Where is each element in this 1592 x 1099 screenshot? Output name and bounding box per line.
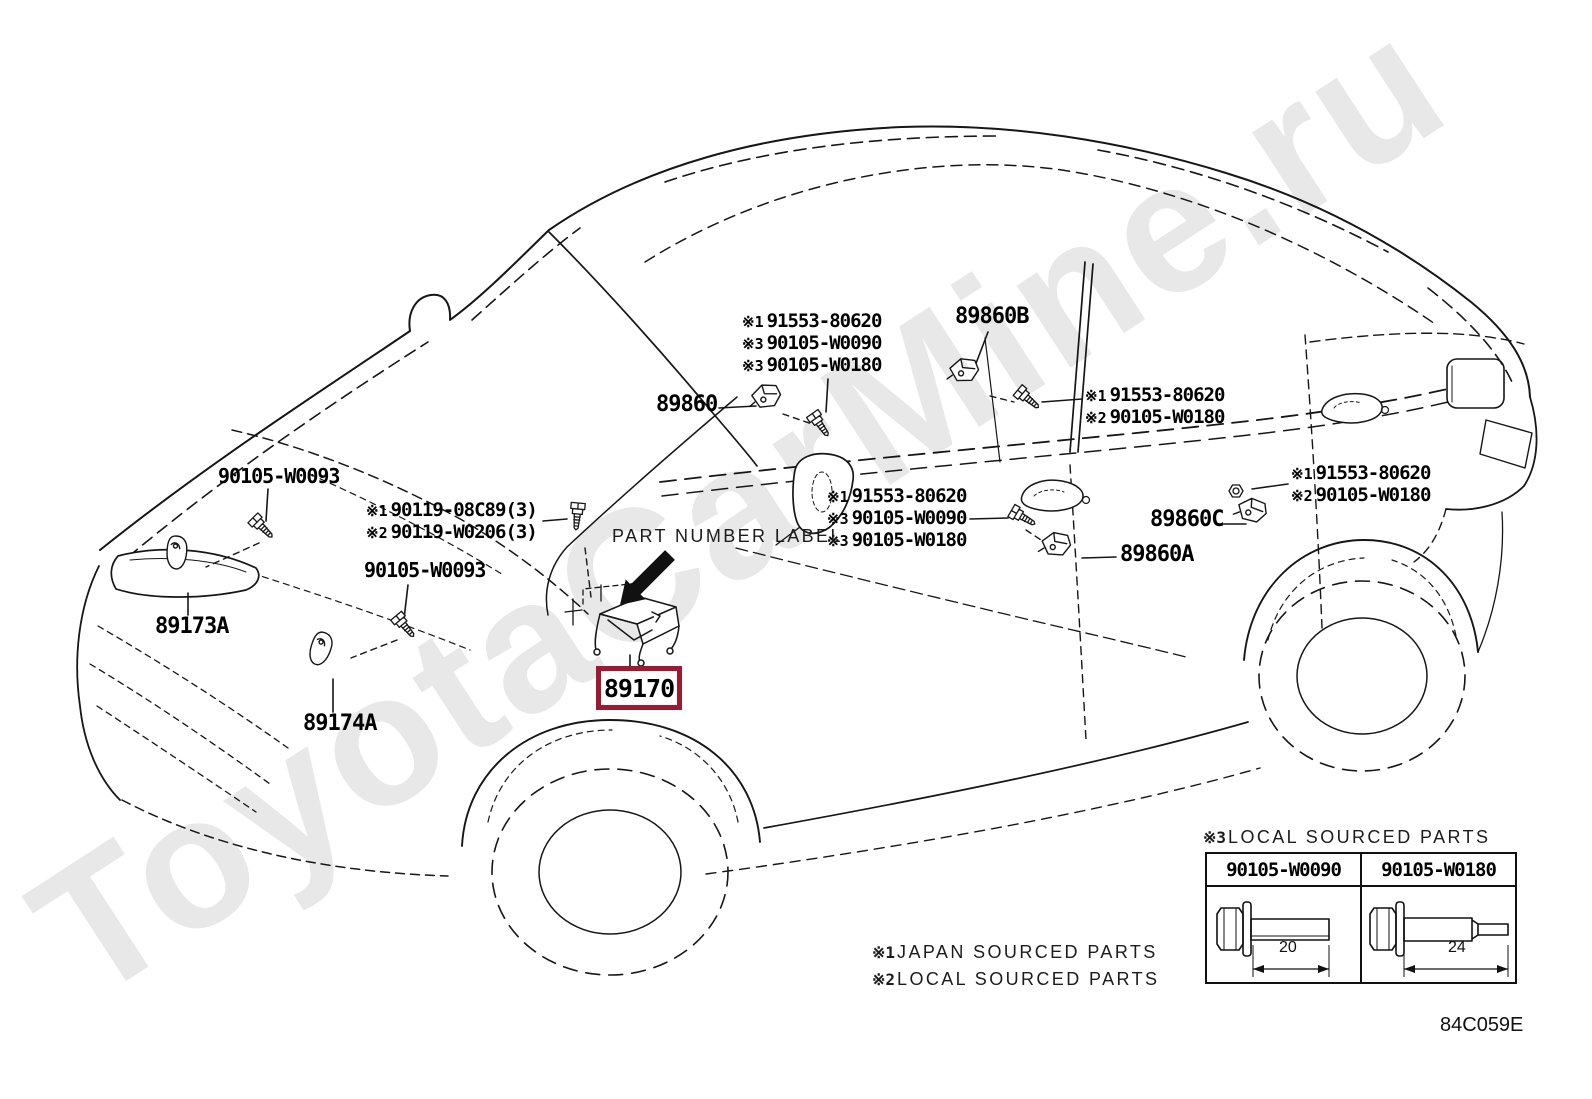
label-front-bolt-left: 90105-W0093: [218, 464, 340, 488]
front-door-seam: [545, 396, 738, 616]
airbag-sensor-assembly: [593, 596, 680, 667]
ref-mark: ※3: [1203, 828, 1227, 847]
table-col-header: 90105-W0180: [1360, 854, 1515, 885]
label-sensor-89860: 89860: [656, 392, 718, 417]
bolt-length-label: 24: [1448, 939, 1466, 956]
part-number: 90119-W0206(3): [390, 521, 538, 543]
diagram-code: 84C059E: [1440, 1014, 1524, 1036]
car-silhouette: [99, 125, 1531, 551]
part-number: 90105-W0090: [851, 507, 968, 529]
part-number-label-caption: PART NUMBER LABEL: [612, 526, 843, 546]
label-sensor-89860B: 89860B: [955, 304, 1029, 329]
bolt-24mm-icon: [1369, 901, 1509, 977]
part-number: 90105-W0180: [851, 529, 968, 551]
highlighted-part-box: 89170: [596, 666, 682, 710]
note-text: JAPAN SOURCED PARTS: [897, 942, 1158, 962]
rear-door-handle: [1320, 392, 1383, 424]
rear-wheel-arch: [1243, 539, 1479, 661]
headlight: [110, 548, 260, 598]
clip-icon: [309, 631, 333, 666]
label-sensor-89860A: 89860A: [1120, 542, 1194, 567]
grommet-icon: [166, 535, 188, 570]
ref-mark: ※2: [872, 970, 896, 989]
ref-mark: ※1: [742, 313, 764, 331]
part-number: 90119-08C89(3): [390, 499, 538, 521]
front-wheel-arch: [461, 719, 761, 847]
ref-mark: ※1: [872, 943, 896, 962]
table-title-text: LOCAL SOURCED PARTS: [1228, 827, 1491, 847]
front-door-handle: [1020, 479, 1084, 512]
part-number: 90105-W0180: [766, 354, 883, 376]
rocker-line: [763, 721, 1249, 829]
ref-mark: ※1: [1085, 387, 1107, 405]
part-number: 91553-80620: [851, 485, 968, 507]
front-wheel: [491, 768, 729, 976]
screw-icon: [1007, 503, 1036, 526]
screw-icon: [570, 501, 586, 531]
screw-icon: [805, 408, 829, 437]
part-number: 90105-W0180: [1109, 406, 1226, 428]
screw-icon: [390, 610, 415, 638]
ref-mark: ※3: [742, 335, 764, 353]
sensor-icon: [749, 384, 782, 408]
screw-icon: [1012, 384, 1040, 409]
label-front-clip: 89174A: [303, 711, 377, 736]
windshield-edge: [548, 231, 758, 467]
bolt-cell-w0090: 20: [1207, 887, 1360, 982]
b-pillar: [1069, 261, 1086, 453]
ref-mark: ※2: [1291, 487, 1313, 505]
screw-icon: [247, 512, 273, 538]
ref-mark: ※3: [827, 532, 849, 550]
part-number: 91553-80620: [1109, 384, 1226, 406]
label-sensor-89860C: 89860C: [1150, 507, 1224, 532]
nut-icon: [1228, 484, 1244, 498]
sensor-icon: [946, 358, 980, 382]
sensor-icon: [1037, 531, 1072, 556]
side-mirror: [792, 452, 855, 535]
ref-mark: ※1: [366, 502, 388, 520]
sensor-icon: [1232, 497, 1267, 523]
fuel-door: [1446, 358, 1505, 409]
ref-mark: ※1: [827, 488, 849, 506]
bolt-cell-w0180: 24: [1360, 887, 1515, 982]
label-front-bolt-mid: 90105-W0093: [364, 558, 486, 582]
ref-mark: ※1: [1291, 465, 1313, 483]
ref-mark: ※2: [366, 524, 388, 542]
part-number: 91553-80620: [1315, 462, 1432, 484]
ref-mark: ※2: [1085, 409, 1107, 427]
rear-face: [1445, 396, 1538, 511]
part-number: 91553-80620: [766, 310, 883, 332]
rear-wheel: [1258, 580, 1466, 772]
roof-inner-line: [644, 164, 1439, 327]
part-number: 90105-W0090: [766, 332, 883, 354]
leader-lines: [187, 331, 1289, 713]
table-col-header: 90105-W0090: [1226, 858, 1342, 881]
part-number-arrow-icon: [620, 550, 675, 605]
note-text: LOCAL SOURCED PARTS: [897, 969, 1160, 989]
highlighted-part-number: 89170: [603, 673, 675, 703]
ref-mark: ※3: [827, 510, 849, 528]
local-parts-table: 90105-W0090 90105-W0180: [1205, 852, 1517, 984]
front-bumper: [76, 565, 121, 801]
table-header-row: 90105-W0090 90105-W0180: [1207, 854, 1515, 887]
ref-mark: ※3: [742, 357, 764, 375]
part-number: 90105-W0180: [1315, 484, 1432, 506]
rear-lamp: [1479, 419, 1533, 469]
bolt-20mm-icon: [1216, 901, 1330, 977]
bolt-length-label: 20: [1279, 939, 1297, 956]
label-front-grommet: 89173A: [155, 614, 229, 639]
